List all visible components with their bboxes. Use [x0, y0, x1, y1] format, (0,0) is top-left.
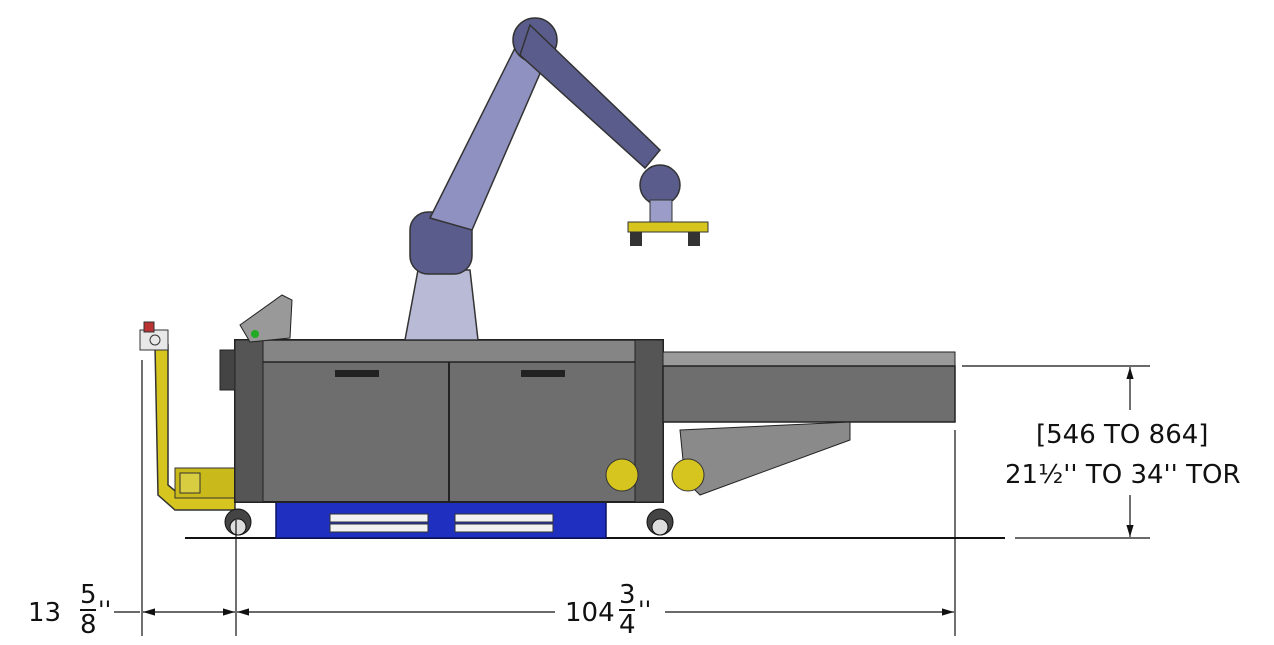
dim-label-tor-in: 21½'' TO 34'' TOR	[1005, 460, 1241, 490]
dim-label-tor-mm: [546 TO 864]	[1036, 420, 1209, 450]
dim-label-overall-length: 104 3 4 ''	[565, 580, 652, 640]
teach-pendant	[239, 294, 293, 343]
pallet	[275, 499, 607, 539]
collaborative-robot-arm	[404, 17, 709, 341]
side-conveyor	[605, 351, 956, 496]
dim-label-overhang: 13 5 8 ''	[28, 580, 112, 640]
